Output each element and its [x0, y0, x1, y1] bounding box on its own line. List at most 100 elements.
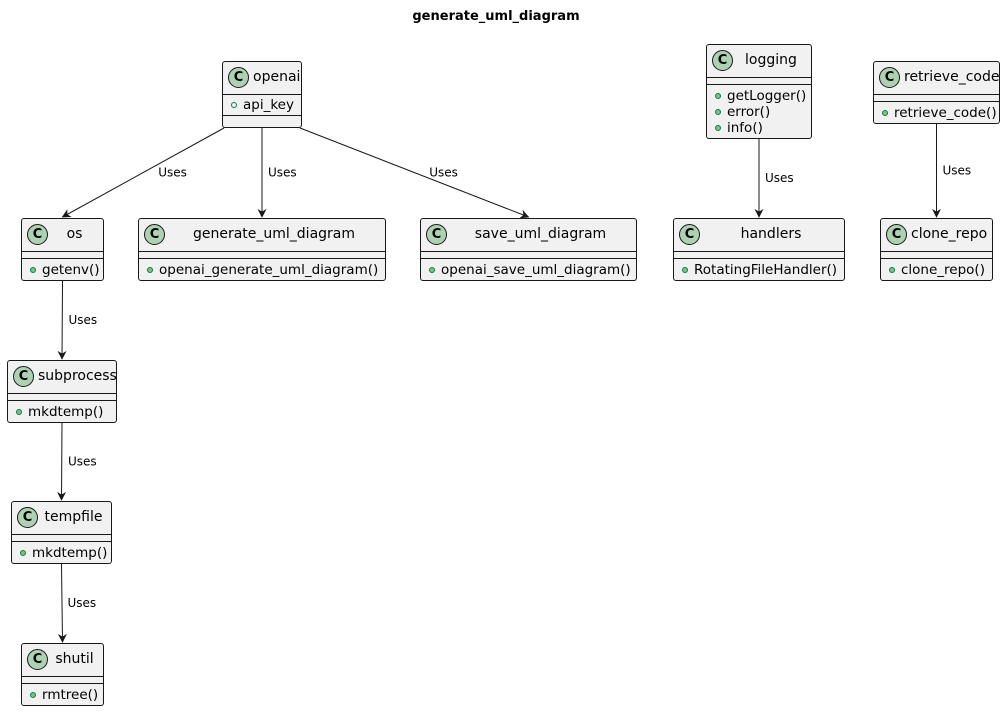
method-item: error() — [707, 104, 811, 120]
method-item: mkdtemp() — [12, 545, 111, 561]
edge-openai-save_uml_diagram — [299, 127, 530, 219]
class-name: retrieve_code — [904, 69, 1000, 85]
class-badge-icon: C — [27, 649, 48, 670]
class-name: clone_repo — [911, 226, 988, 242]
method-text: openai_generate_uml_diagram() — [159, 262, 379, 278]
methods-section: getLogger()error()info() — [707, 85, 811, 138]
public-method-icon — [429, 267, 435, 273]
edge-label: Uses — [268, 166, 297, 180]
method-text: getenv() — [42, 262, 100, 278]
method-text: mkdtemp() — [32, 545, 108, 561]
class-badge-icon: C — [13, 366, 34, 387]
public-method-icon — [715, 125, 721, 131]
methods-section — [223, 116, 301, 127]
edge-openai-os — [61, 127, 225, 218]
methods-section: mkdtemp() — [8, 401, 116, 422]
divider — [223, 94, 301, 95]
divider — [881, 258, 992, 259]
class-badge-icon: C — [144, 224, 165, 245]
methods-section: RotatingFileHandler() — [674, 259, 844, 280]
divider — [22, 676, 103, 677]
divider — [22, 258, 103, 259]
divider — [874, 94, 999, 95]
class-name: subprocess — [38, 368, 117, 384]
class-badge-icon: C — [426, 224, 447, 245]
method-text: clone_repo() — [901, 262, 985, 278]
class-name: generate_uml_diagram — [192, 226, 356, 242]
method-text: RotatingFileHandler() — [694, 262, 838, 278]
method-item: retrieve_code() — [874, 105, 999, 121]
public-method-icon — [30, 267, 36, 273]
method-item: mkdtemp() — [8, 404, 116, 420]
public-method-icon — [715, 93, 721, 99]
method-item: getLogger() — [707, 88, 811, 104]
public-field-icon — [231, 102, 237, 108]
divider — [874, 101, 999, 102]
divider — [12, 534, 111, 535]
public-method-icon — [882, 110, 888, 116]
divider — [8, 393, 116, 394]
class-badge-icon: C — [886, 224, 907, 245]
diagram-title: generate_uml_diagram — [412, 9, 580, 24]
divider — [22, 251, 103, 252]
method-item: RotatingFileHandler() — [674, 262, 844, 278]
attributes-section: api_key — [223, 95, 301, 115]
divider — [139, 251, 385, 252]
class-badge-icon: C — [27, 224, 48, 245]
class-name: openai — [253, 69, 301, 85]
method-text: mkdtemp() — [28, 404, 104, 420]
edge-tempfile-shutil — [57, 563, 67, 643]
methods-section: retrieve_code() — [874, 102, 999, 123]
method-text: getLogger() — [727, 88, 807, 104]
divider — [8, 400, 116, 401]
public-method-icon — [889, 267, 895, 273]
method-item: openai_generate_uml_diagram() — [139, 262, 385, 278]
class-name: shutil — [55, 651, 94, 667]
divider — [22, 683, 103, 684]
edge-label: Uses — [765, 171, 794, 185]
methods-section: clone_repo() — [881, 259, 992, 280]
class-badge-icon: C — [17, 507, 38, 528]
divider — [707, 84, 811, 85]
methods-section: rmtree() — [22, 684, 103, 705]
divider — [12, 541, 111, 542]
method-item: clone_repo() — [881, 262, 992, 278]
method-text: retrieve_code() — [894, 105, 997, 121]
divider — [223, 115, 301, 116]
class-name: logging — [745, 52, 797, 68]
class-badge-icon: C — [228, 67, 249, 88]
edge-label: Uses — [68, 596, 97, 610]
class-name: os — [66, 226, 83, 242]
class-badge-icon: C — [679, 224, 700, 245]
public-method-icon — [16, 409, 22, 415]
public-method-icon — [147, 267, 153, 273]
edge-label: Uses — [69, 313, 98, 327]
divider — [674, 258, 844, 259]
divider — [674, 251, 844, 252]
attribute-item: api_key — [223, 97, 301, 113]
edge-label: Uses — [68, 455, 97, 469]
method-item: rmtree() — [22, 687, 103, 703]
method-text: openai_save_uml_diagram() — [441, 262, 631, 278]
